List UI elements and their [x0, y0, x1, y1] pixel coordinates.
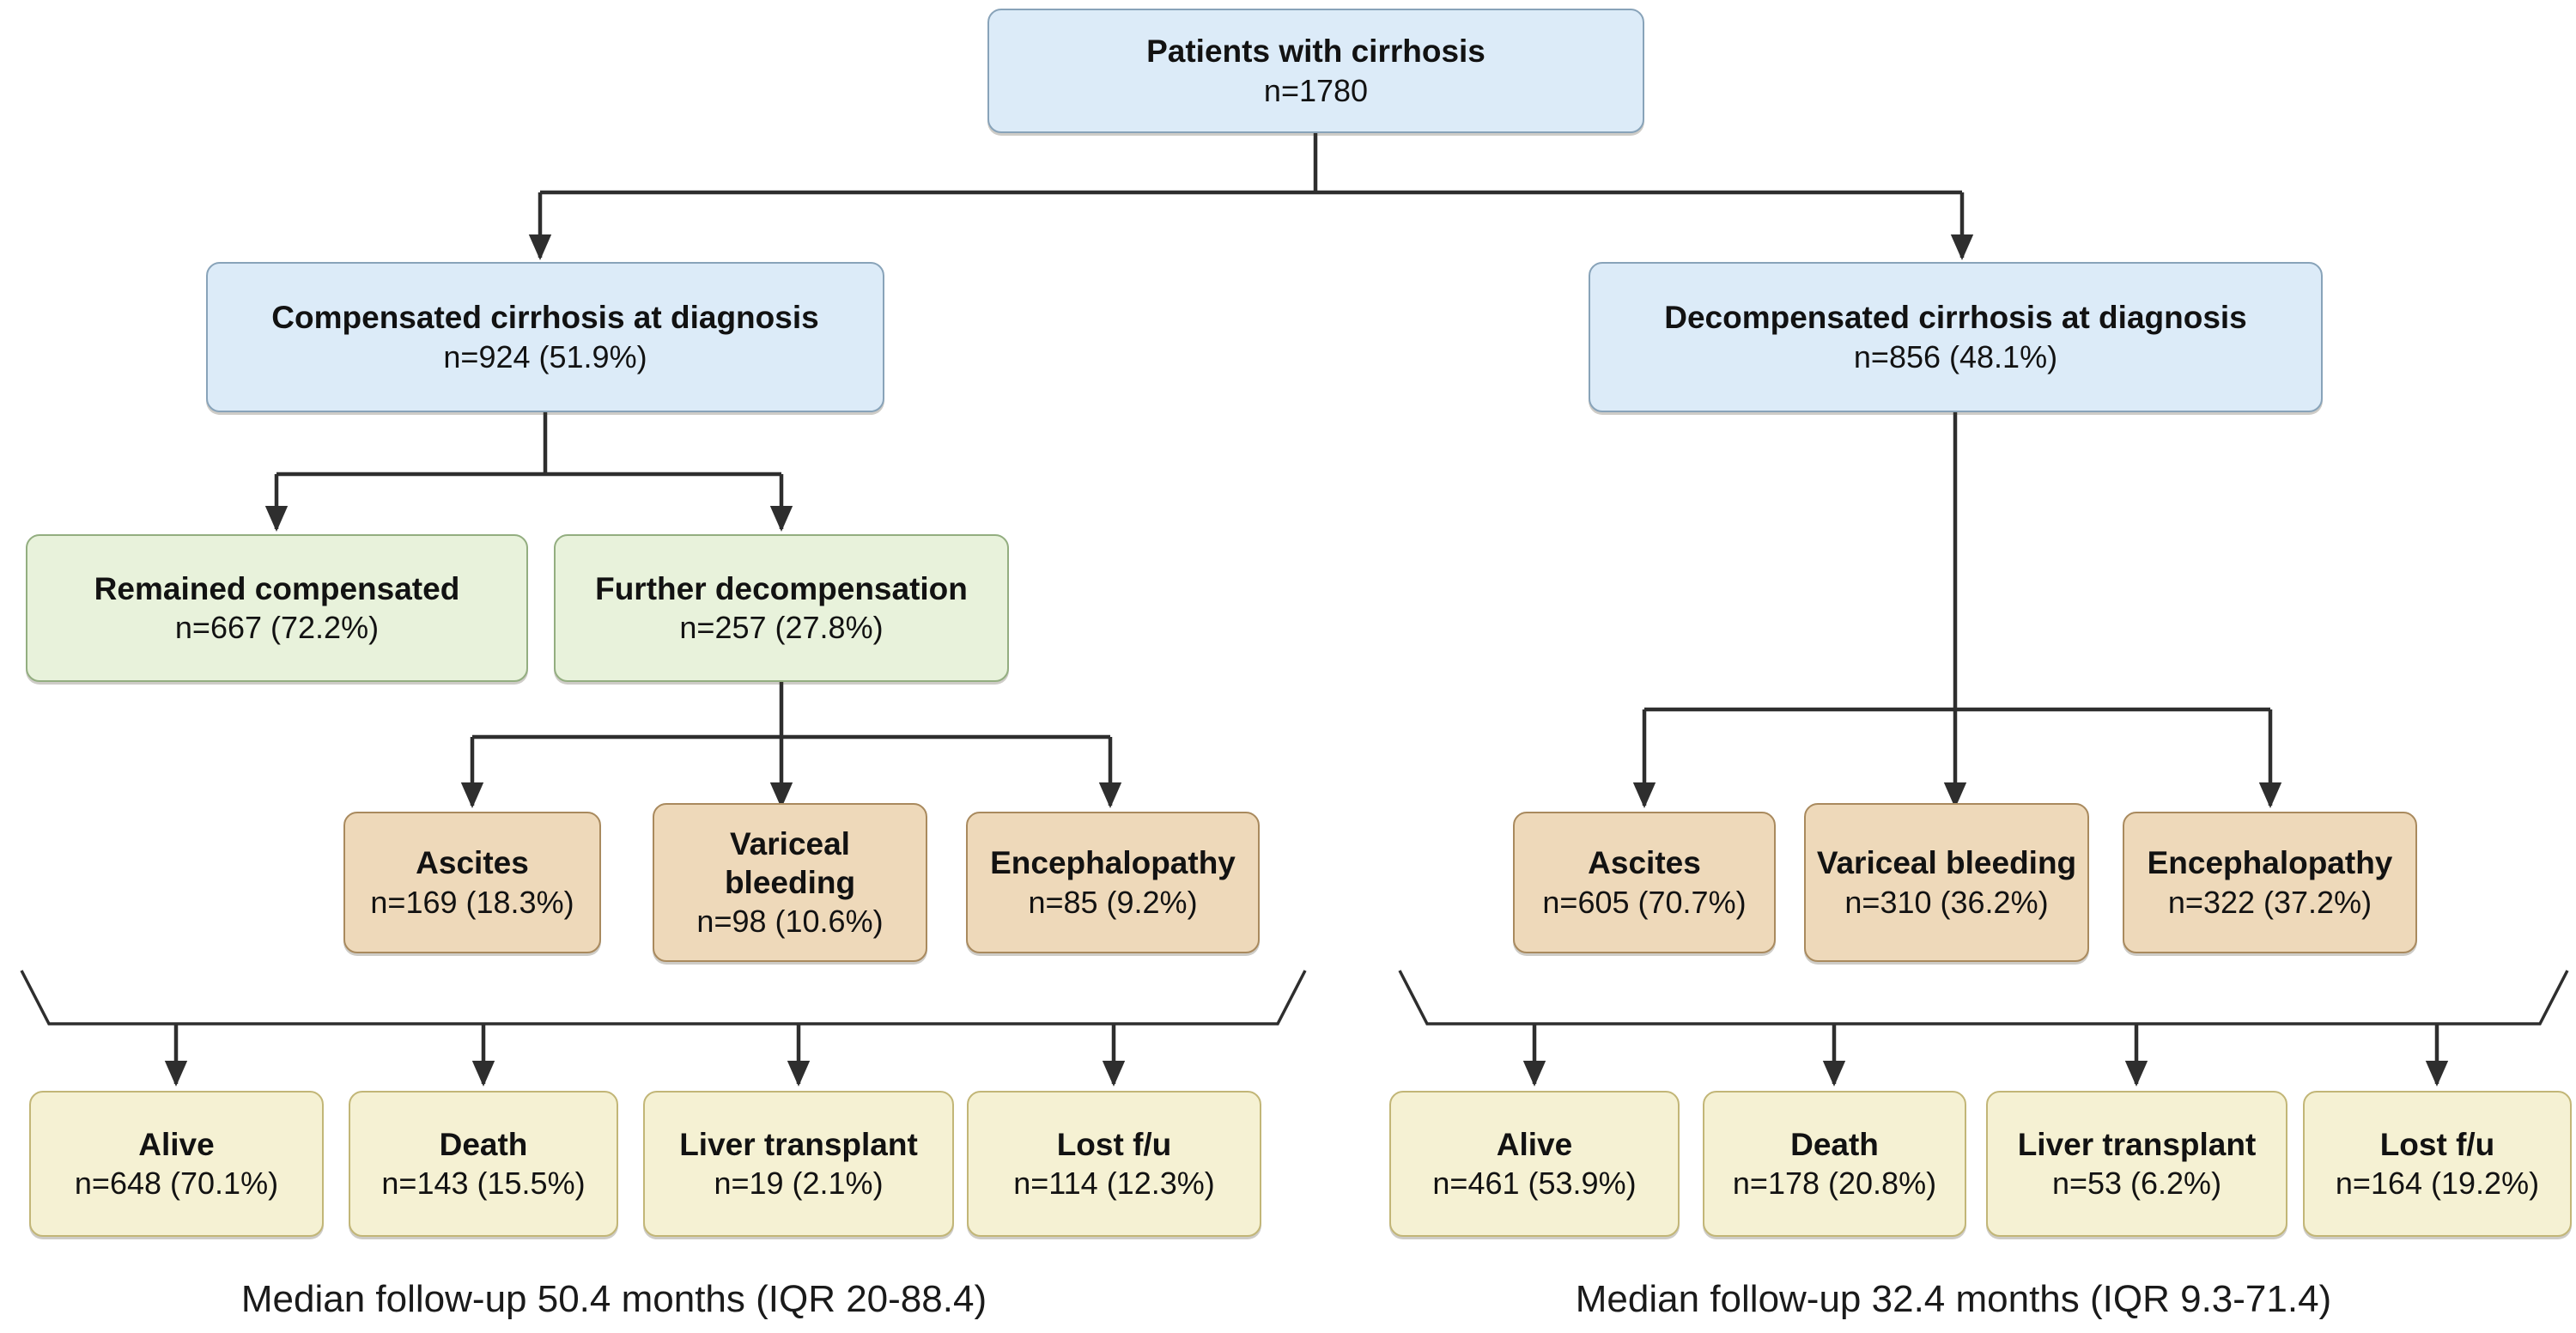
- node-right-encephalopathy-title: Encephalopathy: [2147, 845, 2393, 881]
- node-left-lost-value: n=114 (12.3%): [1013, 1166, 1215, 1202]
- node-left-death-value: n=143 (15.5%): [381, 1166, 586, 1202]
- right-collector-bracket: [1398, 970, 2569, 1026]
- node-right-ascites-title: Ascites: [1588, 845, 1701, 881]
- node-right-encephalopathy-value: n=322 (37.2%): [2167, 884, 2372, 920]
- node-right-alive: Alive n=461 (53.9%): [1389, 1091, 1680, 1237]
- node-right-death-title: Death: [1790, 1126, 1879, 1162]
- node-root-title: Patients with cirrhosis: [1146, 33, 1485, 70]
- node-right-lost: Lost f/u n=164 (19.2%): [2303, 1091, 2572, 1237]
- node-left-lost-title: Lost f/u: [1056, 1126, 1172, 1162]
- node-remained-compensated: Remained compensated n=667 (72.2%): [26, 534, 528, 682]
- node-left-ascites: Ascites n=169 (18.3%): [343, 812, 601, 953]
- node-root-value: n=1780: [1263, 72, 1369, 108]
- node-left-alive-title: Alive: [138, 1126, 215, 1162]
- node-left-alive-value: n=648 (70.1%): [74, 1166, 279, 1202]
- node-right-transplant-value: n=53 (6.2%): [2051, 1166, 2222, 1202]
- node-decompensated: Decompensated cirrhosis at diagnosis n=8…: [1589, 262, 2323, 412]
- node-left-transplant-value: n=19 (2.1%): [714, 1166, 884, 1202]
- node-left-encephalopathy-title: Encephalopathy: [990, 845, 1236, 881]
- node-right-variceal-title: Variceal bleeding: [1816, 845, 2077, 881]
- node-right-lost-value: n=164 (19.2%): [2335, 1166, 2540, 1202]
- left-followup-caption: Median follow-up 50.4 months (IQR 20-88.…: [240, 1278, 987, 1320]
- node-decompensated-value: n=856 (48.1%): [1853, 338, 2058, 374]
- node-right-variceal: Variceal bleeding n=310 (36.2%): [1804, 803, 2089, 962]
- node-right-ascites: Ascites n=605 (70.7%): [1513, 812, 1776, 953]
- node-compensated-title: Compensated cirrhosis at diagnosis: [271, 300, 819, 336]
- node-left-transplant: Liver transplant n=19 (2.1%): [643, 1091, 954, 1237]
- right-followup-caption: Median follow-up 32.4 months (IQR 9.3-71…: [1575, 1278, 2332, 1320]
- node-remained-title: Remained compensated: [94, 570, 460, 606]
- node-right-transplant: Liver transplant n=53 (6.2%): [1986, 1091, 2287, 1237]
- node-root: Patients with cirrhosis n=1780: [987, 9, 1644, 133]
- node-left-death-title: Death: [439, 1126, 528, 1162]
- node-left-transplant-title: Liver transplant: [679, 1126, 918, 1162]
- node-right-death: Death n=178 (20.8%): [1703, 1091, 1966, 1237]
- node-left-alive: Alive n=648 (70.1%): [29, 1091, 324, 1237]
- node-left-lost: Lost f/u n=114 (12.3%): [967, 1091, 1261, 1237]
- node-right-encephalopathy: Encephalopathy n=322 (37.2%): [2123, 812, 2417, 953]
- node-right-transplant-title: Liver transplant: [2017, 1126, 2257, 1162]
- node-further-decompensation: Further decompensation n=257 (27.8%): [554, 534, 1009, 682]
- node-further-title: Further decompensation: [595, 570, 968, 606]
- node-right-alive-title: Alive: [1496, 1126, 1573, 1162]
- node-compensated-value: n=924 (51.9%): [443, 338, 647, 374]
- node-right-lost-title: Lost f/u: [2379, 1126, 2495, 1162]
- node-left-variceal: Variceal bleeding n=98 (10.6%): [653, 803, 927, 962]
- left-collector-bracket: [20, 970, 1307, 1026]
- node-right-ascites-value: n=605 (70.7%): [1542, 884, 1747, 920]
- node-left-ascites-title: Ascites: [416, 845, 529, 881]
- node-further-value: n=257 (27.8%): [679, 610, 884, 646]
- node-left-variceal-value: n=98 (10.6%): [696, 904, 884, 940]
- node-right-variceal-value: n=310 (36.2%): [1844, 884, 2049, 920]
- node-left-death: Death n=143 (15.5%): [349, 1091, 618, 1237]
- node-decompensated-title: Decompensated cirrhosis at diagnosis: [1664, 300, 2247, 336]
- node-compensated: Compensated cirrhosis at diagnosis n=924…: [206, 262, 884, 412]
- node-remained-value: n=667 (72.2%): [174, 610, 380, 646]
- node-right-alive-value: n=461 (53.9%): [1432, 1166, 1637, 1202]
- node-left-encephalopathy: Encephalopathy n=85 (9.2%): [966, 812, 1260, 953]
- node-left-variceal-title: Variceal bleeding: [724, 825, 856, 900]
- node-left-ascites-value: n=169 (18.3%): [370, 884, 574, 920]
- node-right-death-value: n=178 (20.8%): [1732, 1166, 1937, 1202]
- node-left-encephalopathy-value: n=85 (9.2%): [1028, 884, 1198, 920]
